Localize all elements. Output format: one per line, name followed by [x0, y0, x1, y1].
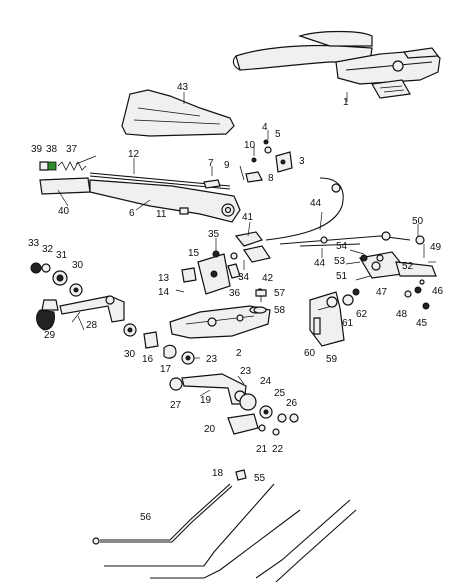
label-13: 13	[158, 273, 170, 284]
label-23b: 23	[240, 366, 252, 377]
label-33: 33	[28, 238, 40, 249]
label-35: 35	[208, 229, 220, 240]
label-57: 57	[274, 288, 286, 299]
label-29: 29	[44, 330, 56, 341]
label-38: 38	[46, 144, 58, 155]
label-28: 28	[86, 320, 98, 331]
label-45: 45	[416, 318, 428, 329]
label-16: 16	[142, 354, 154, 365]
label-27: 27	[170, 400, 182, 411]
label-34: 34	[238, 272, 250, 283]
label-3: 3	[299, 156, 305, 167]
label-30a: 30	[72, 260, 84, 271]
brake-cables	[265, 177, 411, 247]
left-nuts-washers	[30, 262, 83, 297]
base-plate	[169, 288, 271, 339]
label-8: 8	[268, 173, 274, 184]
label-10: 10	[244, 140, 256, 151]
lever-arm	[39, 161, 241, 223]
lever-boot-cover	[121, 89, 235, 137]
label-55: 55	[254, 473, 266, 484]
label-53: 53	[334, 256, 346, 267]
label-24: 24	[260, 376, 272, 387]
label-32: 32	[42, 244, 54, 255]
bolt-57-washer-58	[253, 289, 267, 314]
label-36: 36	[229, 288, 241, 299]
label-60: 60	[304, 348, 316, 359]
label-20: 20	[204, 424, 216, 435]
long-cables	[92, 469, 357, 583]
label-52: 52	[402, 261, 414, 272]
label-6: 6	[129, 208, 135, 219]
label-54: 54	[336, 241, 348, 252]
lower-caliper-cluster	[181, 373, 299, 436]
middle-fittings	[123, 323, 195, 391]
label-59: 59	[326, 354, 338, 365]
label-18: 18	[212, 468, 224, 479]
label-25: 25	[274, 388, 286, 399]
label-44b: 44	[314, 258, 326, 269]
label-43: 43	[177, 82, 189, 93]
label-9: 9	[224, 160, 230, 171]
label-41: 41	[242, 212, 254, 223]
small-fittings-top	[203, 139, 293, 189]
right-cluster	[309, 235, 437, 347]
label-39: 39	[31, 144, 43, 155]
label-7: 7	[208, 158, 214, 169]
callout-labels: 1 43 4 5 10 3 7 9 8 39 38 37 12 40 6 11 …	[28, 82, 444, 523]
label-62: 62	[356, 309, 368, 320]
label-5: 5	[275, 129, 281, 140]
label-58: 58	[274, 305, 286, 316]
label-48: 48	[396, 309, 408, 320]
label-47: 47	[376, 287, 388, 298]
label-15: 15	[188, 248, 200, 259]
label-50: 50	[412, 216, 424, 227]
label-30b: 30	[124, 349, 136, 360]
leader-lines	[57, 92, 436, 397]
label-26: 26	[286, 398, 298, 409]
label-21: 21	[256, 444, 268, 455]
label-4: 4	[262, 122, 268, 133]
label-19: 19	[200, 395, 212, 406]
label-51: 51	[336, 271, 348, 282]
label-11: 11	[156, 209, 167, 220]
label-12: 12	[128, 149, 140, 160]
label-49: 49	[430, 242, 442, 253]
label-40: 40	[58, 206, 70, 217]
label-22: 22	[272, 444, 284, 455]
label-2: 2	[236, 348, 242, 359]
label-14: 14	[158, 287, 170, 298]
label-17: 17	[160, 364, 172, 375]
handbrake-lever-assembly	[232, 30, 441, 99]
label-61: 61	[342, 318, 354, 329]
center-bracket-cluster	[175, 231, 271, 295]
label-23a: 23	[206, 354, 218, 365]
label-46: 46	[432, 286, 444, 297]
label-56: 56	[140, 512, 152, 523]
lever-28-knob-29	[36, 295, 125, 331]
label-42: 42	[262, 273, 274, 284]
label-44a: 44	[310, 198, 322, 209]
label-37: 37	[66, 144, 78, 155]
label-31: 31	[56, 250, 68, 261]
label-1: 1	[343, 97, 349, 108]
